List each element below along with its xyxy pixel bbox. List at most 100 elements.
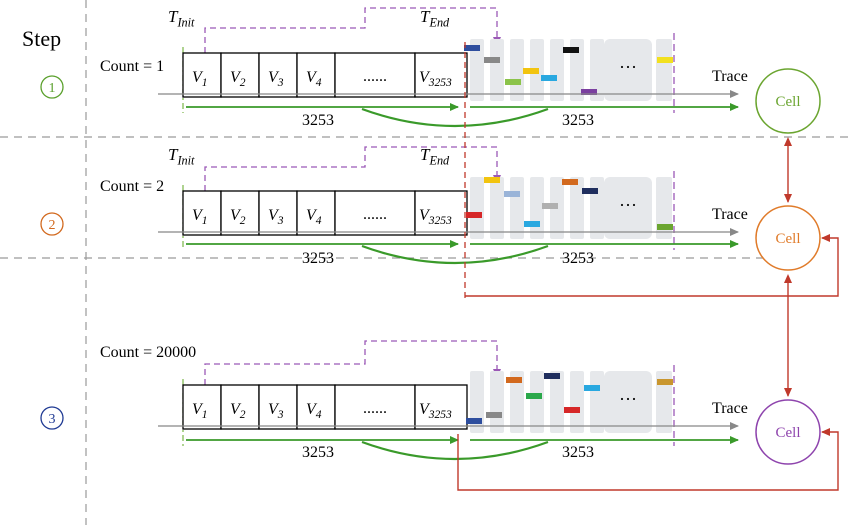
feedback-loop-step-2 bbox=[465, 234, 839, 297]
feedback-loop-step-3 bbox=[457, 428, 839, 491]
output-chip bbox=[464, 45, 480, 51]
span-label-left: 3253 bbox=[302, 112, 334, 129]
output-chip bbox=[524, 221, 540, 227]
sequence-cell-label: V1 bbox=[192, 69, 208, 89]
output-slot bbox=[590, 371, 604, 433]
output-slot bbox=[470, 39, 484, 101]
step-number: 2 bbox=[49, 218, 56, 233]
sequence-cell-label: V1 bbox=[192, 207, 208, 227]
sequence-cell bbox=[296, 384, 336, 430]
cell-label: Cell bbox=[776, 231, 801, 247]
sequence-last-cell-label: V3253 bbox=[419, 401, 452, 421]
sequence-cell-label: V2 bbox=[230, 401, 246, 421]
sequence-ellipsis: ...... bbox=[363, 68, 387, 85]
output-slot-block bbox=[604, 39, 652, 101]
output-slot bbox=[570, 39, 584, 101]
t-end-label: TEnd bbox=[420, 145, 450, 167]
sequence-cell bbox=[220, 190, 260, 236]
output-chip bbox=[486, 412, 502, 418]
sequence-cell-label: V2 bbox=[230, 207, 246, 227]
output-slot bbox=[490, 371, 504, 433]
output-chip bbox=[466, 212, 482, 218]
output-chip bbox=[541, 75, 557, 81]
output-chip bbox=[504, 191, 520, 197]
step-number: 3 bbox=[49, 412, 56, 427]
sequence-cell bbox=[182, 52, 222, 98]
span-label-right: 3253 bbox=[562, 444, 594, 461]
sequence-ellipsis: ...... bbox=[363, 206, 387, 223]
sequence-cell-label: V3 bbox=[268, 69, 284, 89]
output-slot bbox=[590, 177, 604, 239]
output-slot bbox=[656, 177, 672, 239]
count-label: Count = 2 bbox=[100, 178, 164, 195]
output-chip bbox=[505, 79, 521, 85]
output-chip bbox=[523, 68, 539, 74]
output-slot bbox=[656, 371, 672, 433]
step-number-circle bbox=[40, 212, 64, 236]
output-chip bbox=[581, 89, 597, 95]
step-number-circle bbox=[40, 406, 64, 430]
slot-dots: ··· bbox=[619, 57, 637, 77]
count-label: Count = 1 bbox=[100, 58, 164, 75]
cell-circle bbox=[755, 205, 821, 271]
sequence-cell-label: V3 bbox=[268, 401, 284, 421]
output-slot bbox=[490, 177, 504, 239]
sequence-cell bbox=[334, 190, 416, 236]
timing-bracket bbox=[204, 340, 501, 385]
t-end-label: TEnd bbox=[420, 7, 450, 29]
slot-dots: ··· bbox=[619, 389, 637, 409]
sequence-cell-label: V3 bbox=[268, 207, 284, 227]
sequence-cell bbox=[220, 52, 260, 98]
sequence-last-cell-label: V3253 bbox=[419, 207, 452, 227]
sequence-cell-label: V4 bbox=[306, 69, 322, 89]
sequence-cell bbox=[182, 384, 222, 430]
output-chip bbox=[563, 47, 579, 53]
span-label-left: 3253 bbox=[302, 444, 334, 461]
output-chip bbox=[526, 393, 542, 399]
sequence-cell bbox=[414, 52, 468, 98]
output-chip bbox=[657, 224, 673, 230]
sequence-cell bbox=[258, 384, 298, 430]
timing-bracket bbox=[204, 7, 501, 53]
output-slot bbox=[656, 39, 672, 101]
output-slot bbox=[510, 177, 524, 239]
output-chip bbox=[466, 418, 482, 424]
output-slot bbox=[510, 39, 524, 101]
sequence-cell bbox=[414, 384, 468, 430]
flow-arc bbox=[361, 107, 549, 128]
output-slot bbox=[530, 371, 544, 433]
trace-label: Trace bbox=[712, 68, 748, 85]
cell-label: Cell bbox=[776, 425, 801, 441]
sequence-cell-label: V4 bbox=[306, 207, 322, 227]
output-chip bbox=[584, 385, 600, 391]
output-slot-block bbox=[604, 177, 652, 239]
output-slot bbox=[470, 177, 484, 239]
step-number: 1 bbox=[49, 81, 56, 96]
cell-label: Cell bbox=[776, 94, 801, 110]
output-slot bbox=[470, 371, 484, 433]
output-slot bbox=[550, 39, 564, 101]
cell-circle bbox=[755, 68, 821, 134]
flow-arc bbox=[361, 244, 549, 265]
cell-circle bbox=[755, 399, 821, 465]
t-init-label: TInit bbox=[168, 145, 195, 167]
output-chip bbox=[484, 177, 500, 183]
feedback-links bbox=[457, 42, 839, 491]
span-label-right: 3253 bbox=[562, 112, 594, 129]
sequence-cell-label: V2 bbox=[230, 69, 246, 89]
output-slot-block bbox=[604, 371, 652, 433]
sequence-cell bbox=[220, 384, 260, 430]
trace-label: Trace bbox=[712, 400, 748, 417]
timing-bracket bbox=[204, 146, 501, 191]
output-chip bbox=[544, 373, 560, 379]
output-chip bbox=[657, 57, 673, 63]
sequence-cell bbox=[258, 52, 298, 98]
sequence-cell bbox=[296, 52, 336, 98]
output-chip bbox=[582, 188, 598, 194]
sequence-cell bbox=[296, 190, 336, 236]
sequence-cell bbox=[182, 190, 222, 236]
